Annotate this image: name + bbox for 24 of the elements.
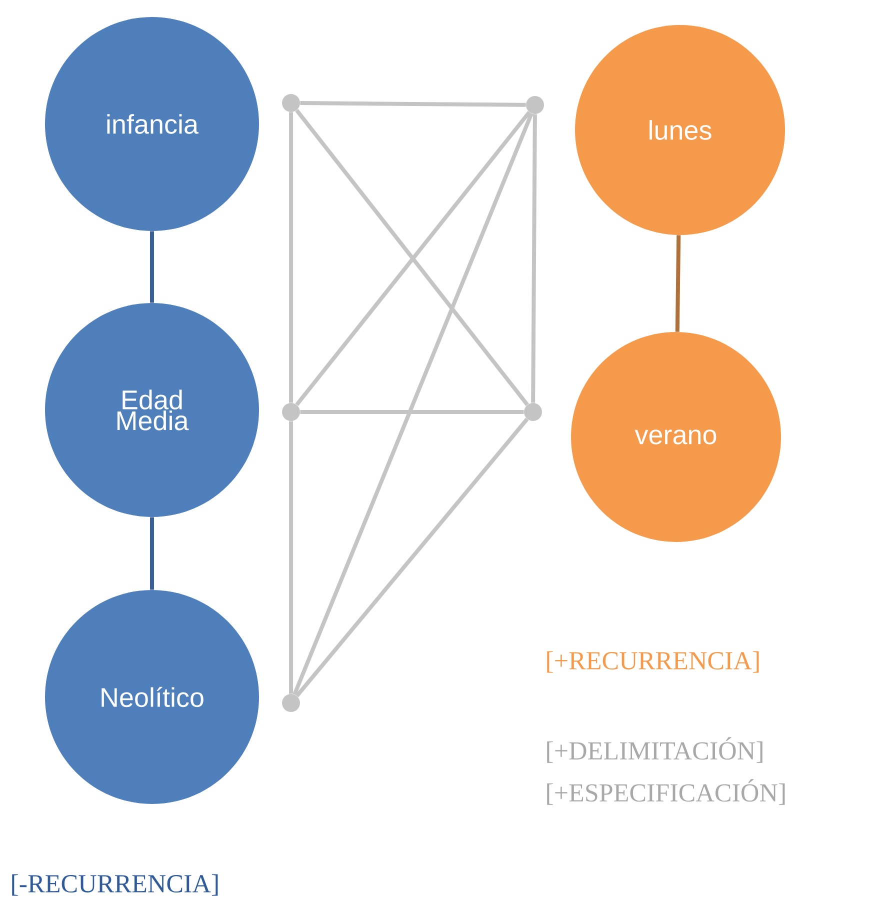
- connector-line: [289, 112, 293, 403]
- junction-dot: [282, 403, 300, 421]
- connector-line: [300, 410, 524, 414]
- circle-node: verano: [571, 332, 782, 542]
- circle-node: infancia: [45, 16, 259, 231]
- circle-node: Neolítico: [45, 590, 259, 804]
- junction-dot: [282, 694, 300, 712]
- connector-line: [295, 418, 529, 698]
- junction-dot: [526, 96, 544, 114]
- connector-line: [150, 231, 154, 303]
- circle-node: Edad Media: [45, 303, 259, 517]
- junction-dot: [282, 94, 300, 112]
- junction-dot: [524, 403, 542, 421]
- feature-label: [-RECURRENCIA]: [12, 874, 218, 896]
- circle-node: lunes: [575, 24, 786, 235]
- connector-line: [289, 421, 293, 694]
- feature-label: [+RECURRENCIA]: [547, 651, 759, 673]
- connector-line: [150, 517, 154, 590]
- connector-line: [531, 114, 537, 403]
- connector-line: [292, 112, 534, 696]
- feature-label: [+DELIMITACIÓN]: [547, 737, 762, 763]
- feature-label: [+ESPECIFICACIÓN]: [547, 779, 785, 805]
- connector-line: [675, 235, 681, 332]
- connector-line: [300, 101, 526, 107]
